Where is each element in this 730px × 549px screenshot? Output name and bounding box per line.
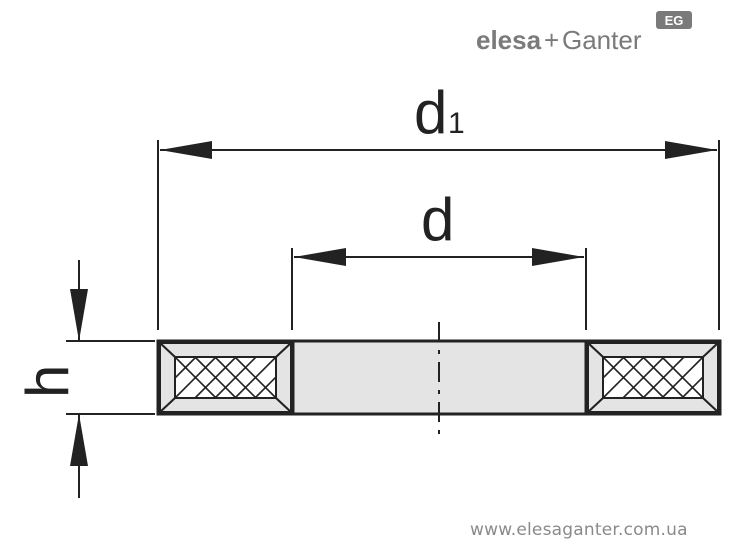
arrow-d-left [294, 248, 346, 266]
label-d1-subscript: 1 [448, 107, 465, 140]
arrow-h-top [70, 289, 88, 341]
logo-ganter: Ganter [562, 25, 642, 55]
logo-badge: EG [656, 11, 692, 29]
arrow-d1-right [665, 141, 717, 159]
brand-logo: elesa + Ganter EG [476, 11, 692, 55]
logo-badge-text: EG [665, 13, 684, 28]
extension-lines [66, 140, 720, 415]
logo-plus: + [544, 25, 559, 55]
arrow-d-right [532, 248, 584, 266]
logo-elesa: elesa [476, 25, 542, 55]
ring-left [156, 339, 295, 416]
label-d1: d [414, 79, 447, 146]
arrow-h-bottom [70, 414, 88, 466]
label-h: h [14, 365, 81, 398]
dimension-h: h [14, 260, 88, 498]
dimension-d1: d 1 [160, 79, 717, 159]
ring-right [584, 339, 722, 416]
website-url: www.elesaganter.com.ua [470, 520, 688, 540]
arrow-d1-left [160, 141, 212, 159]
label-d: d [421, 186, 454, 253]
dimension-d: d [294, 186, 584, 266]
